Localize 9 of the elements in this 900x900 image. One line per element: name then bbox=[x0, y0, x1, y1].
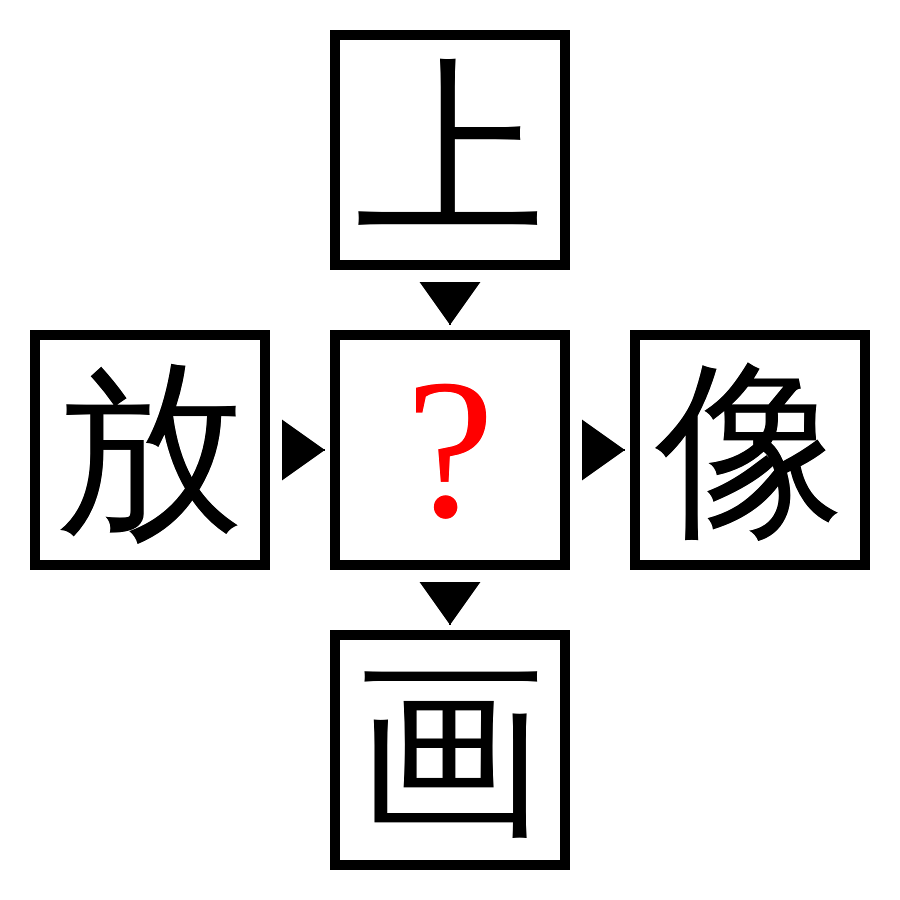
arrow bbox=[420, 282, 480, 325]
arrow bbox=[282, 420, 325, 480]
character-box: 上 bbox=[330, 30, 570, 270]
arrow bbox=[582, 420, 625, 480]
question-mark-box: ? bbox=[330, 330, 570, 570]
character-box: 像 bbox=[630, 330, 870, 570]
arrow bbox=[420, 582, 480, 625]
character-box: 放 bbox=[30, 330, 270, 570]
character-box: 画 bbox=[330, 630, 570, 870]
